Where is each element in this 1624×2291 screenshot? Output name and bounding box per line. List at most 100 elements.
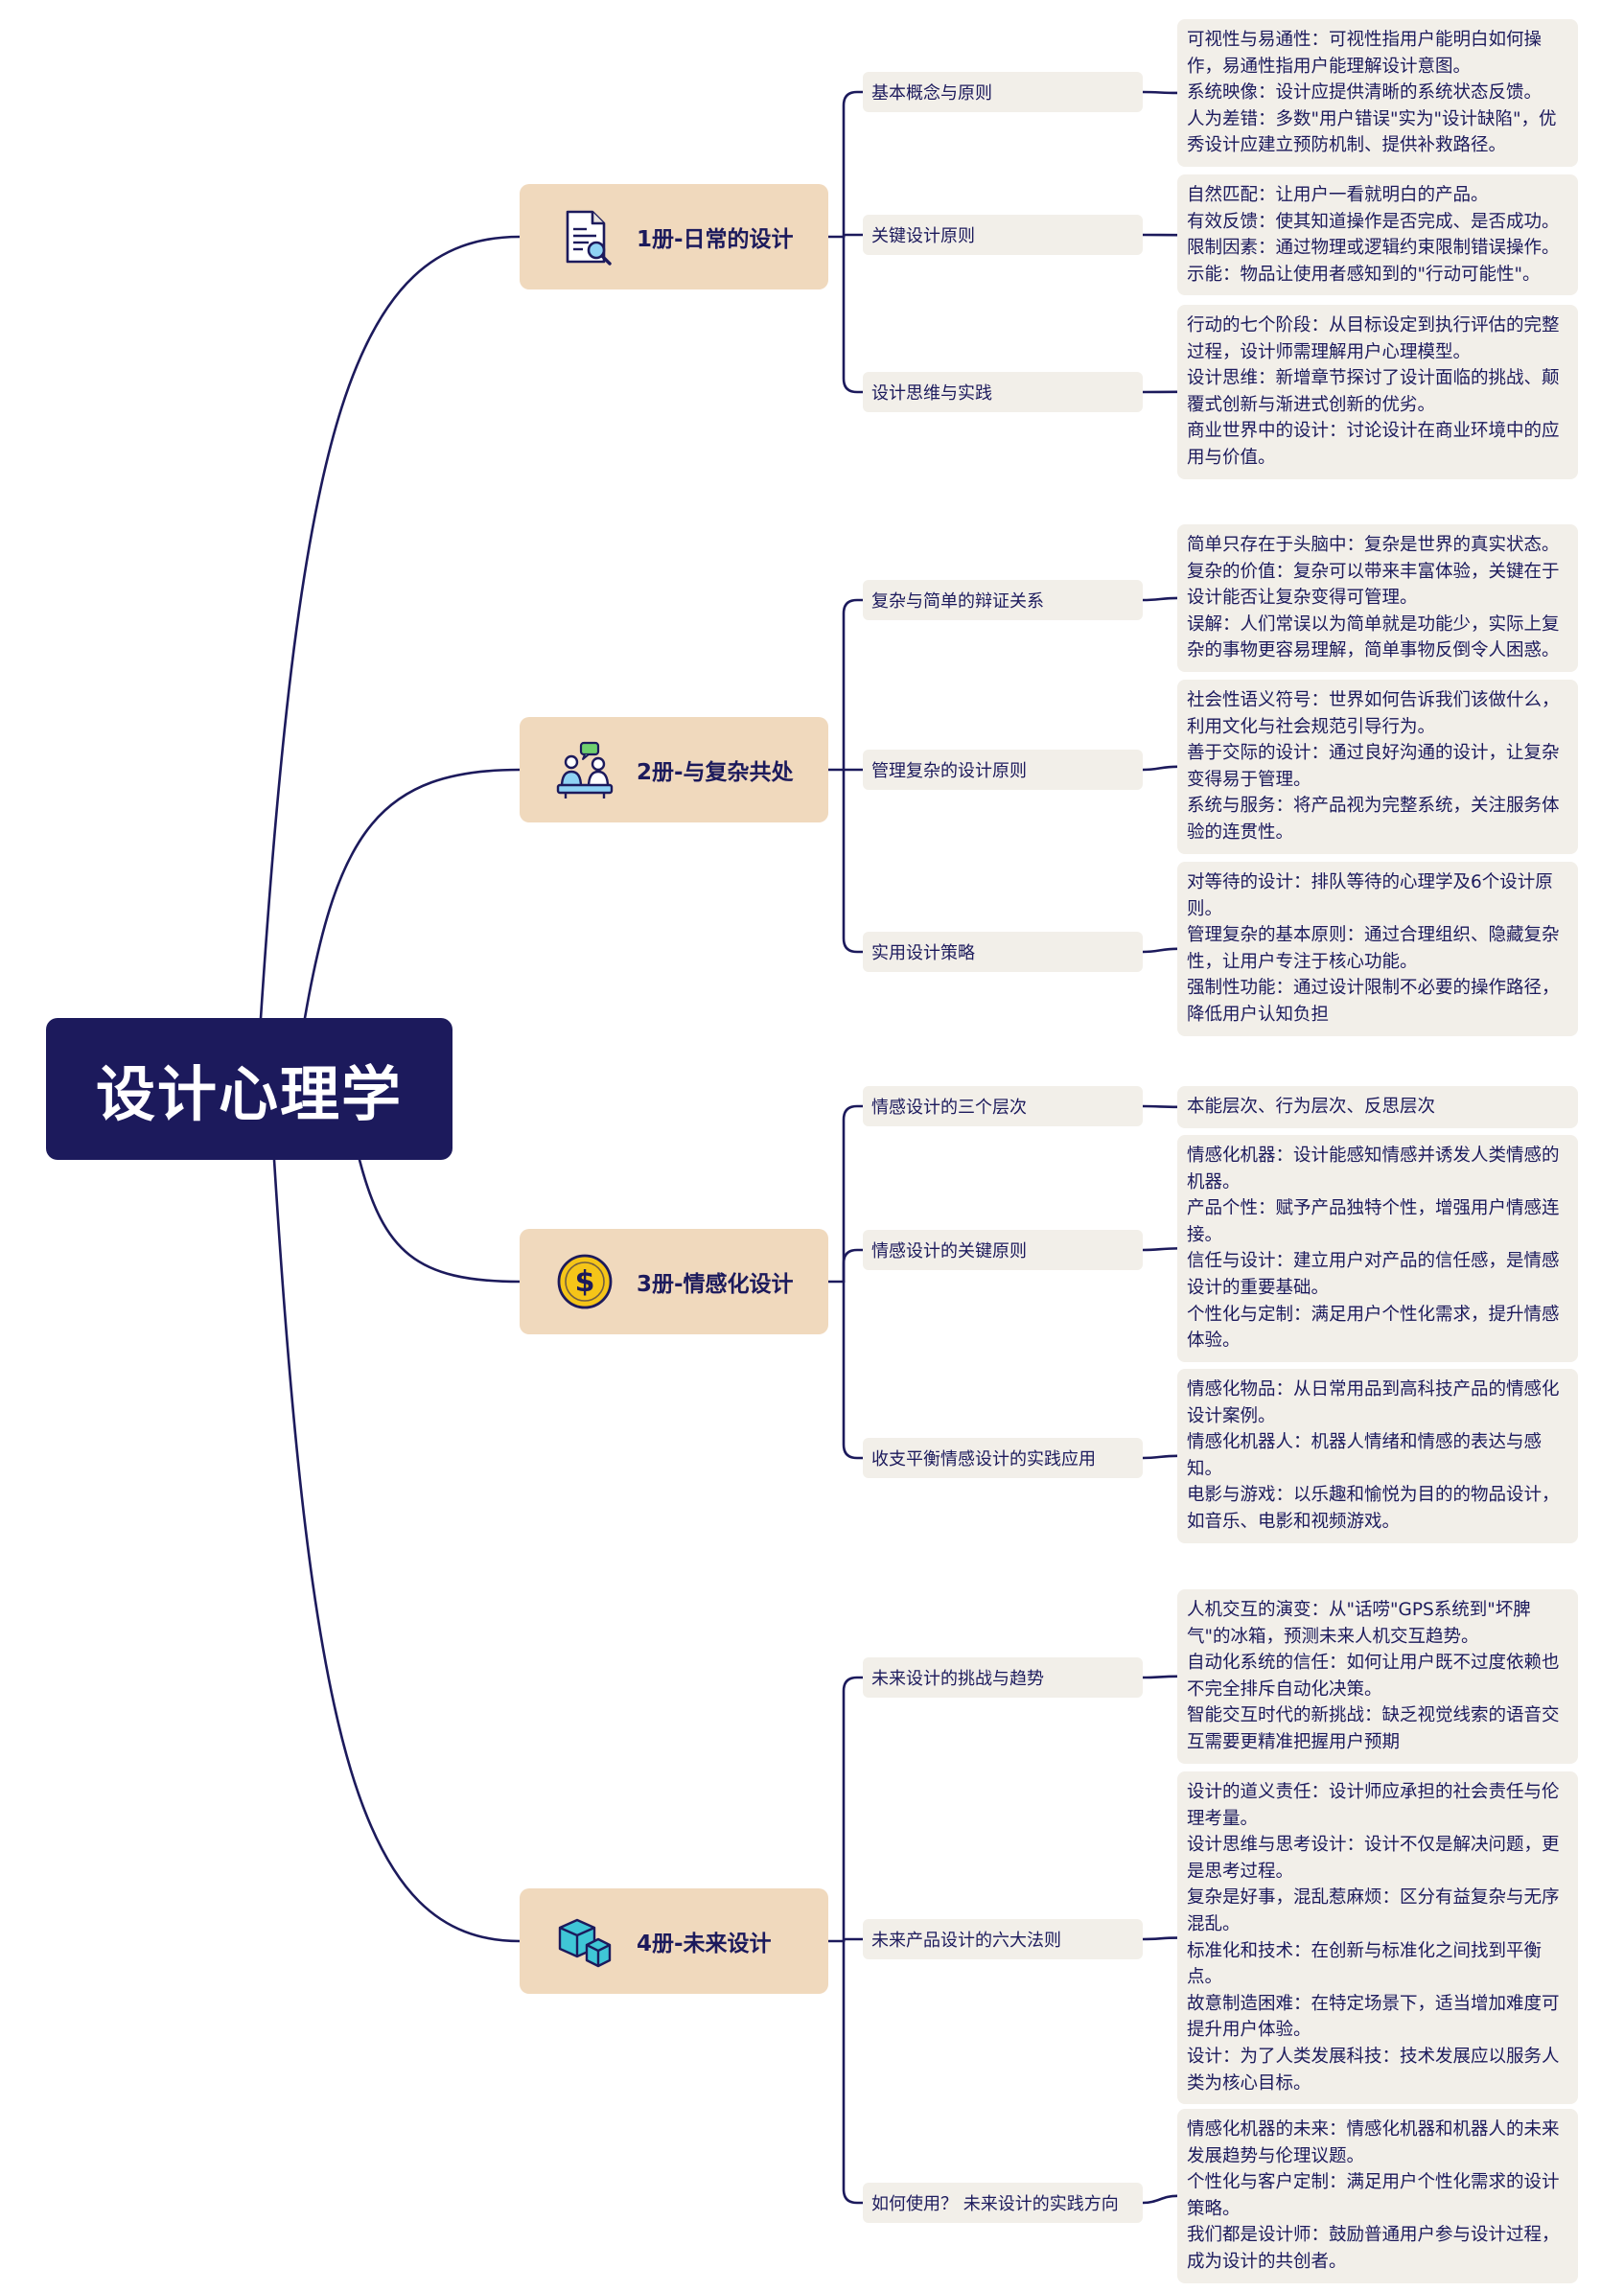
branch-book-2[interactable]: 2册-与复杂共处 bbox=[520, 717, 828, 822]
branch-label: 2册-与复杂共处 bbox=[637, 760, 794, 785]
subtopic-node[interactable]: 情感设计的关键原则 bbox=[863, 1230, 1143, 1270]
root-branch-connector bbox=[358, 1158, 522, 1284]
detail-connector bbox=[1141, 1675, 1179, 1679]
root-title: 设计心理学 bbox=[46, 1018, 452, 1160]
detail-connector bbox=[1141, 1454, 1179, 1460]
sub-connector bbox=[842, 1248, 865, 1284]
subtopic-node[interactable]: 管理复杂的设计原则 bbox=[863, 750, 1143, 790]
detail-line: 复杂的价值：复杂可以带来丰富体验，关键在于设计能否让复杂变得可管理。 bbox=[1187, 561, 1560, 609]
detail-line: 本能层次、行为层次、反思层次 bbox=[1187, 1097, 1436, 1117]
detail-line: 个性化与定制：满足用户个性化需求，提升情感体验。 bbox=[1187, 1304, 1560, 1352]
subtopic-node[interactable]: 基本概念与原则 bbox=[863, 72, 1143, 112]
detail-connector bbox=[1141, 1104, 1179, 1109]
detail-box: 简单只存在于头脑中：复杂是世界的真实状态。 复杂的价值：复杂可以带来丰富体验，关… bbox=[1177, 524, 1578, 672]
discussion-people-icon bbox=[554, 739, 615, 800]
detail-line: 情感化机器人：机器人情绪和情感的表达与感知。 bbox=[1187, 1432, 1543, 1479]
branch-book-3[interactable]: $ 3册-情感化设计 bbox=[520, 1229, 828, 1334]
detail-line: 个性化与客户定制：满足用户个性化需求的设计策略。 bbox=[1187, 2172, 1560, 2219]
detail-line: 设计思维与思考设计：设计不仅是解决问题，更是思考过程。 bbox=[1187, 1835, 1560, 1882]
svg-text:$: $ bbox=[575, 1265, 595, 1299]
cubes-icon bbox=[554, 1910, 615, 1972]
sub-connector bbox=[842, 768, 865, 954]
detail-box: 情感化机器的未来：情感化机器和机器人的未来发展趋势与伦理议题。 个性化与客户定制… bbox=[1177, 2109, 1578, 2283]
detail-line: 商业世界中的设计：讨论设计在商业环境中的应用与价值。 bbox=[1187, 421, 1560, 468]
subtopic-node[interactable]: 未来产品设计的六大法则 bbox=[863, 1919, 1143, 1959]
detail-line: 系统映像：设计应提供清晰的系统状态反馈。 bbox=[1187, 82, 1543, 104]
subtopic-node[interactable]: 关键设计原则 bbox=[863, 215, 1143, 255]
detail-line: 自然匹配：让用户一看就明白的产品。 bbox=[1187, 185, 1489, 205]
sub-connector bbox=[842, 598, 865, 772]
branch-book-4[interactable]: 4册-未来设计 bbox=[520, 1888, 828, 1994]
subtopic-node[interactable]: 收支平衡情感设计的实践应用 bbox=[863, 1438, 1143, 1478]
detail-line: 设计：为了人类发展科技：技术发展应以服务人类为核心目标。 bbox=[1187, 2046, 1560, 2094]
detail-box: 自然匹配：让用户一看就明白的产品。 有效反馈：使其知道操作是否完成、是否成功。 … bbox=[1177, 174, 1578, 296]
detail-box: 可视性与易通性：可视性指用户能明白如何操作，易通性指用户能理解设计意图。 系统映… bbox=[1177, 19, 1578, 167]
detail-line: 人机交互的演变：从"话唠"GPS系统到"坏脾气"的冰箱，预测未来人机交互趋势。 bbox=[1187, 1600, 1531, 1647]
detail-connector bbox=[1141, 1936, 1179, 1941]
detail-line: 我们都是设计师：鼓励普通用户参与设计过程，成为设计的共创者。 bbox=[1187, 2225, 1560, 2272]
detail-box: 社会性语义符号：世界如何告诉我们该做什么，利用文化与社会规范引导行为。 善于交际… bbox=[1177, 680, 1578, 854]
dollar-coin-icon: $ bbox=[554, 1251, 615, 1312]
detail-line: 设计的道义责任：设计师应承担的社会责任与伦理考量。 bbox=[1187, 1782, 1560, 1829]
detail-line: 故意制造困难：在特定场景下，适当增加难度可提升用户体验。 bbox=[1187, 1993, 1560, 2041]
detail-line: 情感化机器的未来：情感化机器和机器人的未来发展趋势与伦理议题。 bbox=[1187, 2119, 1560, 2166]
detail-connector bbox=[1141, 765, 1179, 772]
subtopic-node[interactable]: 设计思维与实践 bbox=[863, 372, 1143, 412]
detail-line: 示能：物品让使用者感知到的"行动可能性"。 bbox=[1187, 264, 1541, 285]
detail-line: 限制因素：通过物理或逻辑约束限制错误操作。 bbox=[1187, 238, 1560, 259]
detail-box: 行动的七个阶段：从目标设定到执行评估的完整过程，设计师需理解用户心理模型。 设计… bbox=[1177, 305, 1578, 479]
detail-line: 行动的七个阶段：从目标设定到执行评估的完整过程，设计师需理解用户心理模型。 bbox=[1187, 315, 1560, 362]
sub-connector bbox=[842, 1676, 865, 1943]
detail-connector bbox=[1141, 1247, 1179, 1252]
document-search-icon bbox=[554, 206, 615, 267]
detail-line: 简单只存在于头脑中：复杂是世界的真实状态。 bbox=[1187, 535, 1560, 555]
branch-label: 1册-日常的设计 bbox=[637, 227, 794, 252]
branch-label: 3册-情感化设计 bbox=[637, 1272, 794, 1297]
detail-box: 人机交互的演变：从"话唠"GPS系统到"坏脾气"的冰箱，预测未来人机交互趋势。 … bbox=[1177, 1589, 1578, 1764]
subtopic-node[interactable]: 复杂与简单的辩证关系 bbox=[863, 580, 1143, 620]
detail-line: 设计思维：新增章节探讨了设计面临的挑战、颠覆式创新与渐进式创新的优劣。 bbox=[1187, 368, 1560, 415]
detail-connector bbox=[1141, 947, 1179, 954]
detail-line: 智能交互时代的新挑战：缺乏视觉线索的语音交互需要更精准把握用户预期 bbox=[1187, 1705, 1560, 1752]
detail-line: 标准化和技术：在创新与标准化之间找到平衡点。 bbox=[1187, 1940, 1543, 1988]
detail-box: 设计的道义责任：设计师应承担的社会责任与伦理考量。 设计思维与思考设计：设计不仅… bbox=[1177, 1771, 1578, 2105]
detail-line: 情感化物品：从日常用品到高科技产品的情感化设计案例。 bbox=[1187, 1379, 1560, 1426]
detail-line: 人为差错：多数"用户错误"实为"设计缺陷"，优秀设计应建立预防机制、提供补救路径… bbox=[1187, 108, 1557, 156]
root-branch-connector bbox=[259, 235, 522, 1020]
detail-connector bbox=[1141, 2194, 1179, 2205]
detail-box: 本能层次、行为层次、反思层次 bbox=[1177, 1086, 1578, 1128]
sub-connector bbox=[842, 1939, 865, 2205]
sub-connector bbox=[842, 233, 865, 239]
sub-connector bbox=[842, 235, 865, 394]
sub-connector bbox=[842, 90, 865, 239]
detail-line: 自动化系统的信任：如何让用户既不过度依赖也不完全排斥自动化决策。 bbox=[1187, 1653, 1560, 1700]
detail-box: 情感化物品：从日常用品到高科技产品的情感化设计案例。 情感化机器人：机器人情绪和… bbox=[1177, 1369, 1578, 1543]
subtopic-node[interactable]: 如何使用？ 未来设计的实践方向 bbox=[863, 2183, 1143, 2223]
detail-line: 有效反馈：使其知道操作是否完成、是否成功。 bbox=[1187, 211, 1560, 232]
root-branch-connector bbox=[303, 768, 522, 1020]
detail-line: 信任与设计：建立用户对产品的信任感，是情感设计的重要基础。 bbox=[1187, 1251, 1560, 1298]
subtopic-node[interactable]: 未来设计的挑战与趋势 bbox=[863, 1657, 1143, 1698]
detail-box: 对等待的设计：排队等待的心理学及6个设计原则。 管理复杂的基本原则：通过合理组织… bbox=[1177, 862, 1578, 1036]
detail-connector bbox=[1141, 596, 1179, 602]
detail-line: 电影与游戏：以乐趣和愉悦为目的的物品设计，如音乐、电影和视频游戏。 bbox=[1187, 1485, 1560, 1532]
branch-book-1[interactable]: 1册-日常的设计 bbox=[520, 184, 828, 289]
detail-line: 管理复杂的基本原则：通过合理组织、隐藏复杂性，让用户专注于核心功能。 bbox=[1187, 925, 1560, 972]
detail-line: 情感化机器：设计能感知情感并诱发人类情感的机器。 bbox=[1187, 1146, 1560, 1192]
detail-line: 产品个性：赋予产品独特个性，增强用户情感连接。 bbox=[1187, 1198, 1560, 1245]
subtopic-node[interactable]: 情感设计的三个层次 bbox=[863, 1086, 1143, 1126]
subtopic-node[interactable]: 实用设计策略 bbox=[863, 932, 1143, 972]
detail-line: 复杂是好事，混乱惹麻烦：区分有益复杂与无序混乱。 bbox=[1187, 1887, 1560, 1934]
detail-line: 社会性语义符号：世界如何告诉我们该做什么，利用文化与社会规范引导行为。 bbox=[1187, 690, 1560, 737]
sub-connector bbox=[842, 1104, 865, 1284]
detail-line: 对等待的设计：排队等待的心理学及6个设计原则。 bbox=[1187, 872, 1553, 919]
detail-connector bbox=[1141, 90, 1179, 95]
detail-line: 误解：人们常误以为简单就是功能少，实际上复杂的事物更容易理解，简单事物反倒令人困… bbox=[1187, 613, 1560, 661]
detail-line: 可视性与易通性：可视性指用户能明白如何操作，易通性指用户能理解设计意图。 bbox=[1187, 30, 1543, 77]
branch-label: 4册-未来设计 bbox=[637, 1932, 772, 1956]
sub-connector bbox=[842, 1280, 865, 1460]
detail-box: 情感化机器：设计能感知情感并诱发人类情感的机器。 产品个性：赋予产品独特个性，增… bbox=[1177, 1135, 1578, 1362]
root-branch-connector bbox=[272, 1158, 522, 1943]
sub-connector bbox=[842, 1937, 865, 1943]
